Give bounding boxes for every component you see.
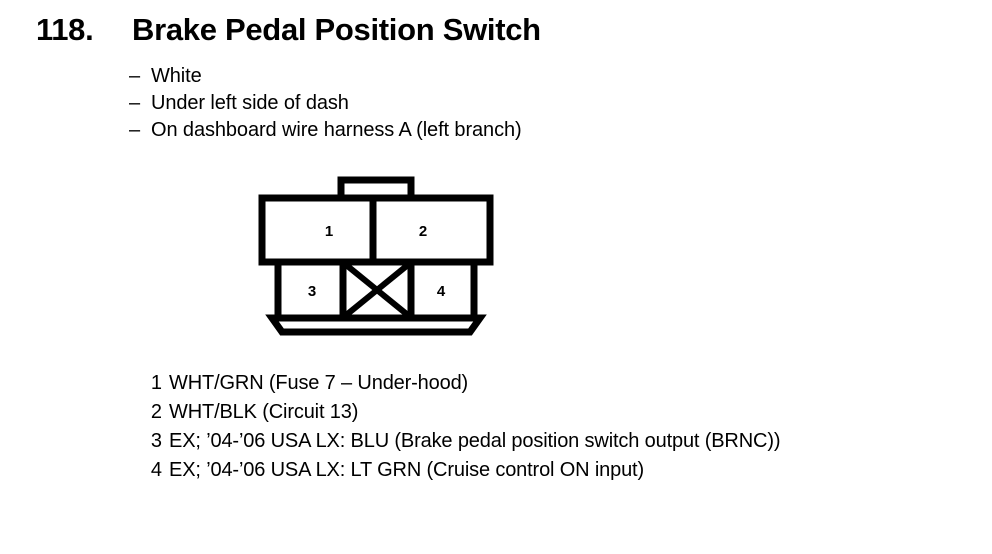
- dash-bullet-icon: –: [129, 119, 141, 141]
- pin-legend-row: 2 WHT/BLK (Circuit 13): [140, 398, 780, 427]
- pin-legend-list: 1 WHT/GRN (Fuse 7 – Under-hood) 2 WHT/BL…: [140, 369, 781, 485]
- pin-legend-row: 1 WHT/GRN (Fuse 7 – Under-hood): [140, 369, 780, 398]
- pin-number: 3: [150, 430, 162, 452]
- pin-description: WHT/BLK (Circuit 13): [169, 401, 359, 423]
- connector-blocked-cavity-x-icon: [343, 261, 411, 319]
- note-text: White: [151, 65, 202, 87]
- pin-legend-row: 4 EX; ’04-’06 USA LX: LT GRN (Cruise con…: [140, 456, 780, 485]
- pin-description: WHT/GRN (Fuse 7 – Under-hood): [169, 372, 469, 394]
- dash-bullet-icon: –: [129, 65, 141, 87]
- note-text: On dashboard wire harness A (left branch…: [151, 119, 522, 141]
- notes-list: – White – Under left side of dash – On d…: [129, 63, 522, 144]
- pin-number: 1: [150, 372, 162, 394]
- pin-description: EX; ’04-’06 USA LX: LT GRN (Cruise contr…: [169, 459, 644, 481]
- note-item: – Under left side of dash: [129, 90, 522, 117]
- heading-number: 118.: [36, 12, 94, 47]
- pin-description: EX; ’04-’06 USA LX: BLU (Brake pedal pos…: [169, 430, 781, 452]
- cavity-label-4: 4: [437, 283, 446, 300]
- pin-number: 2: [150, 401, 162, 423]
- note-item: – On dashboard wire harness A (left bran…: [129, 117, 522, 144]
- dash-bullet-icon: –: [129, 92, 141, 114]
- note-item: – White: [129, 63, 522, 90]
- pin-number: 4: [150, 459, 162, 481]
- cavity-label-3: 3: [308, 283, 316, 300]
- note-text: Under left side of dash: [151, 92, 349, 114]
- page-heading: 118. Brake Pedal Position Switch: [36, 12, 541, 48]
- page-title: Brake Pedal Position Switch: [132, 12, 541, 47]
- connector-diagram: 1 2 3 4: [258, 176, 498, 336]
- cavity-label-2: 2: [419, 223, 427, 240]
- connector-svg: 1 2 3 4: [258, 176, 494, 336]
- connector-bottom-flange: [265, 314, 487, 336]
- pin-legend-row: 3 EX; ’04-’06 USA LX: BLU (Brake pedal p…: [140, 427, 781, 456]
- cavity-label-1: 1: [325, 223, 333, 240]
